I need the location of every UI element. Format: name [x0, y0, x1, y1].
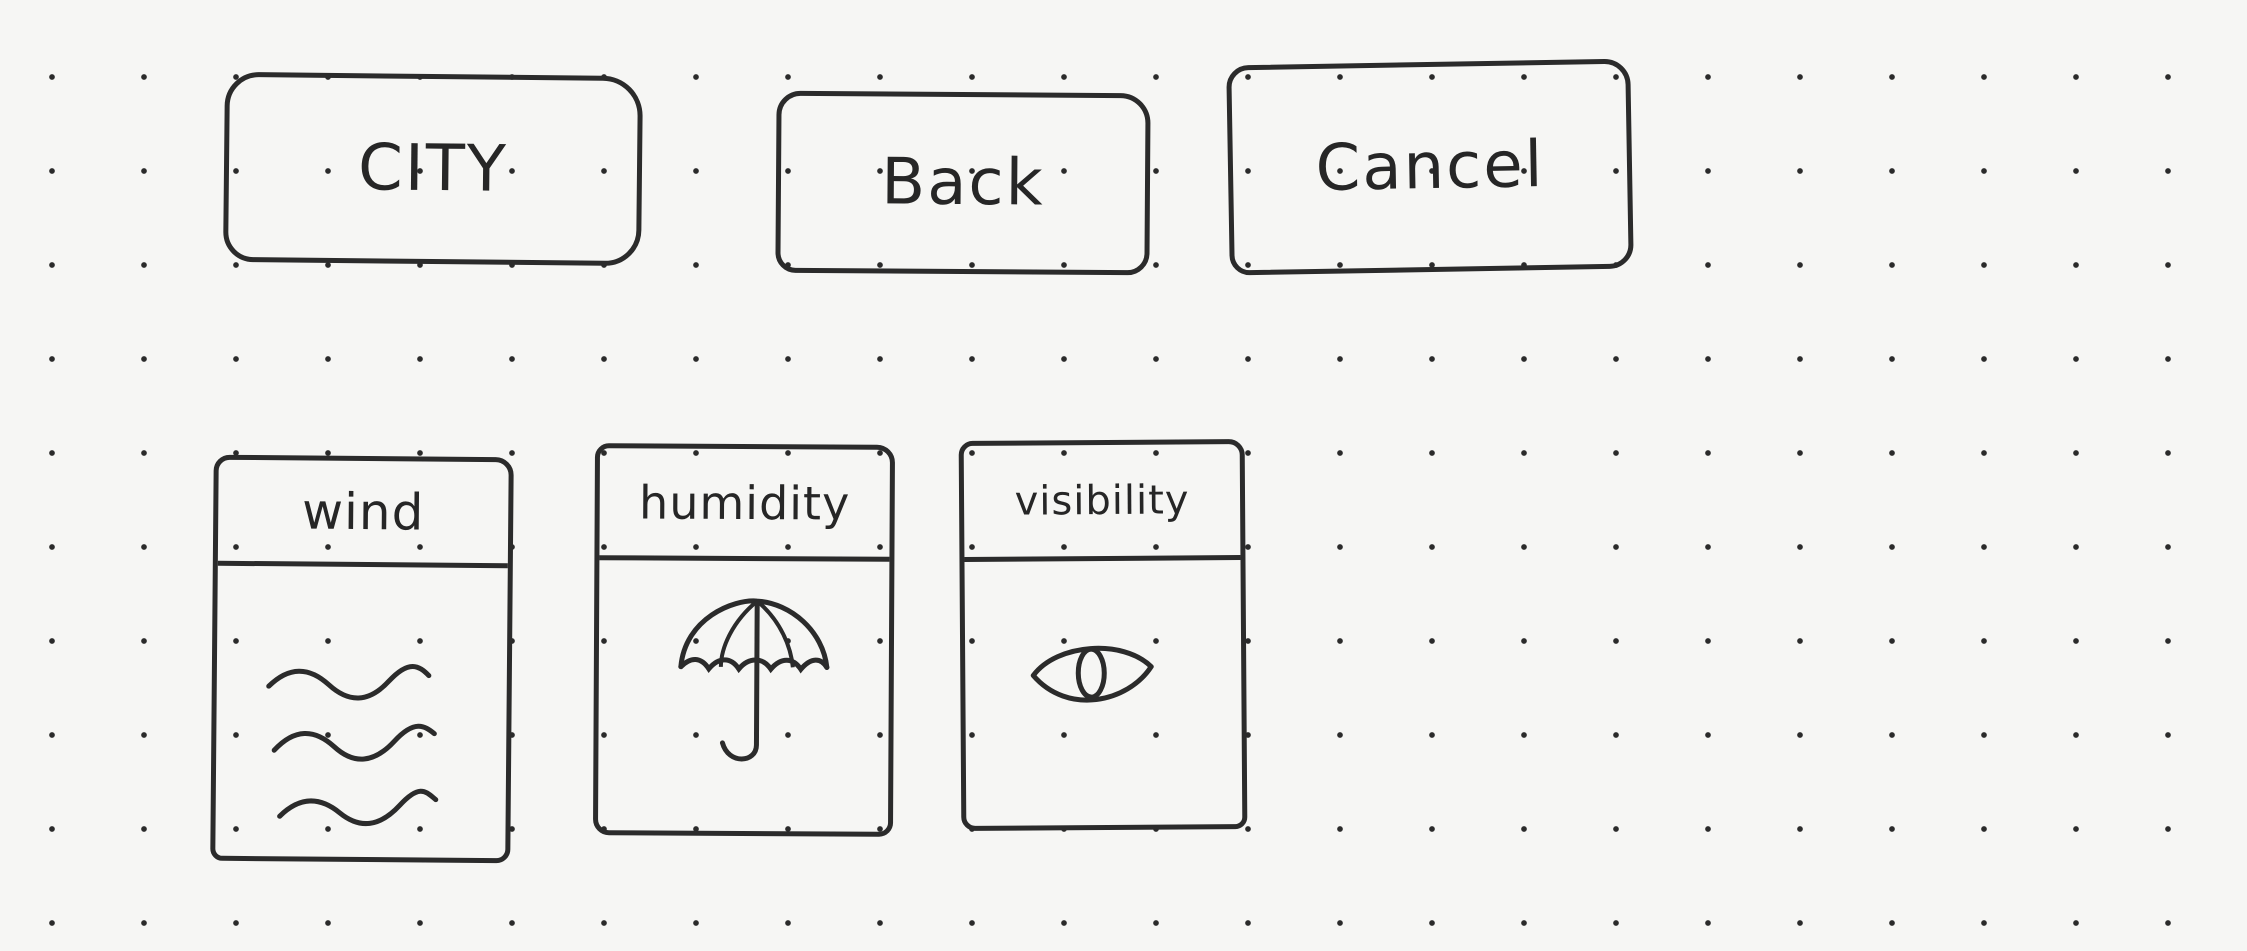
city-button-label: CITY — [357, 131, 509, 207]
back-button-label: Back — [881, 145, 1045, 221]
humidity-card[interactable]: humidity — [592, 443, 896, 837]
cancel-button-label: Cancel — [1314, 128, 1546, 206]
humidity-card-title: humidity — [639, 474, 851, 531]
wind-card-body — [215, 566, 508, 859]
humidity-card-header: humidity — [599, 448, 890, 562]
visibility-card-body — [964, 560, 1242, 826]
wind-card-title: wind — [301, 481, 425, 542]
city-button[interactable]: CITY — [223, 71, 643, 267]
humidity-card-body — [598, 560, 889, 832]
cancel-button[interactable]: Cancel — [1226, 58, 1634, 276]
visibility-card-header: visibility — [963, 444, 1241, 562]
back-button[interactable]: Back — [775, 90, 1151, 276]
wind-card[interactable]: wind — [210, 454, 514, 864]
umbrella-icon — [678, 598, 830, 762]
wind-card-header: wind — [217, 459, 509, 569]
visibility-card-title: visibility — [1014, 476, 1190, 525]
eye-icon — [1030, 645, 1154, 703]
visibility-card[interactable]: visibility — [958, 439, 1248, 831]
wind-waves-icon — [266, 663, 439, 827]
